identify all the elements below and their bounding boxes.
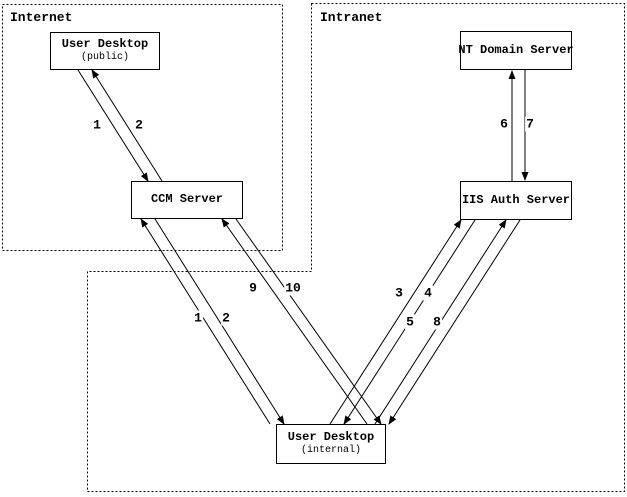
- node-title: NT Domain Server: [458, 42, 574, 57]
- edge-line-3-internal-to-iis: [329, 219, 462, 425]
- edge-label-step-2-internal: 2: [221, 310, 231, 326]
- edge-label-step-3: 3: [394, 285, 404, 301]
- node-title: User Desktop: [287, 430, 375, 445]
- edge-label-step-10: 10: [284, 280, 302, 296]
- edge-label-step-4: 4: [423, 285, 433, 301]
- edge-line-1-internal-to-ccm: [140, 218, 271, 425]
- node-subtitle: (public): [80, 52, 129, 64]
- edge-label-step-2-public: 2: [134, 117, 144, 133]
- edge-label-step-1-public: 1: [92, 117, 102, 133]
- edge-label-step-1-internal: 1: [193, 310, 203, 326]
- zone-label-intranet: Intranet: [320, 10, 383, 25]
- node-ccm-server: CCM Server: [131, 181, 243, 219]
- edge-line-10-ccm-to-internal: [235, 218, 382, 425]
- node-iis-auth-server: IIS Auth Server: [460, 181, 572, 220]
- node-title: IIS Auth Server: [461, 192, 571, 207]
- edge-line-1-public-to-ccm: [77, 69, 149, 182]
- zone-internet-outline: [2, 4, 283, 251]
- zone-label-internet: Internet: [10, 10, 73, 25]
- node-nt-domain-server: NT Domain Server: [458, 31, 574, 70]
- zone-intranet-outline: [87, 3, 625, 492]
- edge-line-8-iis-to-internal: [388, 219, 521, 425]
- edge-label-step-5: 5: [405, 314, 415, 330]
- node-subtitle: (internal): [300, 445, 361, 457]
- edge-line-2-ccm-to-internal: [154, 218, 285, 425]
- edge-label-step-8: 8: [432, 314, 442, 330]
- edge-label-step-7: 7: [525, 116, 535, 132]
- node-user-desktop-internal: User Desktop (internal): [276, 424, 386, 464]
- node-user-desktop-public: User Desktop (public): [50, 32, 160, 70]
- edge-line-9-internal-to-ccm: [221, 218, 368, 425]
- node-title: User Desktop: [61, 37, 149, 52]
- node-title: CCM Server: [150, 192, 223, 207]
- edge-label-step-6: 6: [499, 116, 509, 132]
- edge-line-2-ccm-to-public: [91, 69, 163, 182]
- edge-label-step-9: 9: [248, 280, 258, 296]
